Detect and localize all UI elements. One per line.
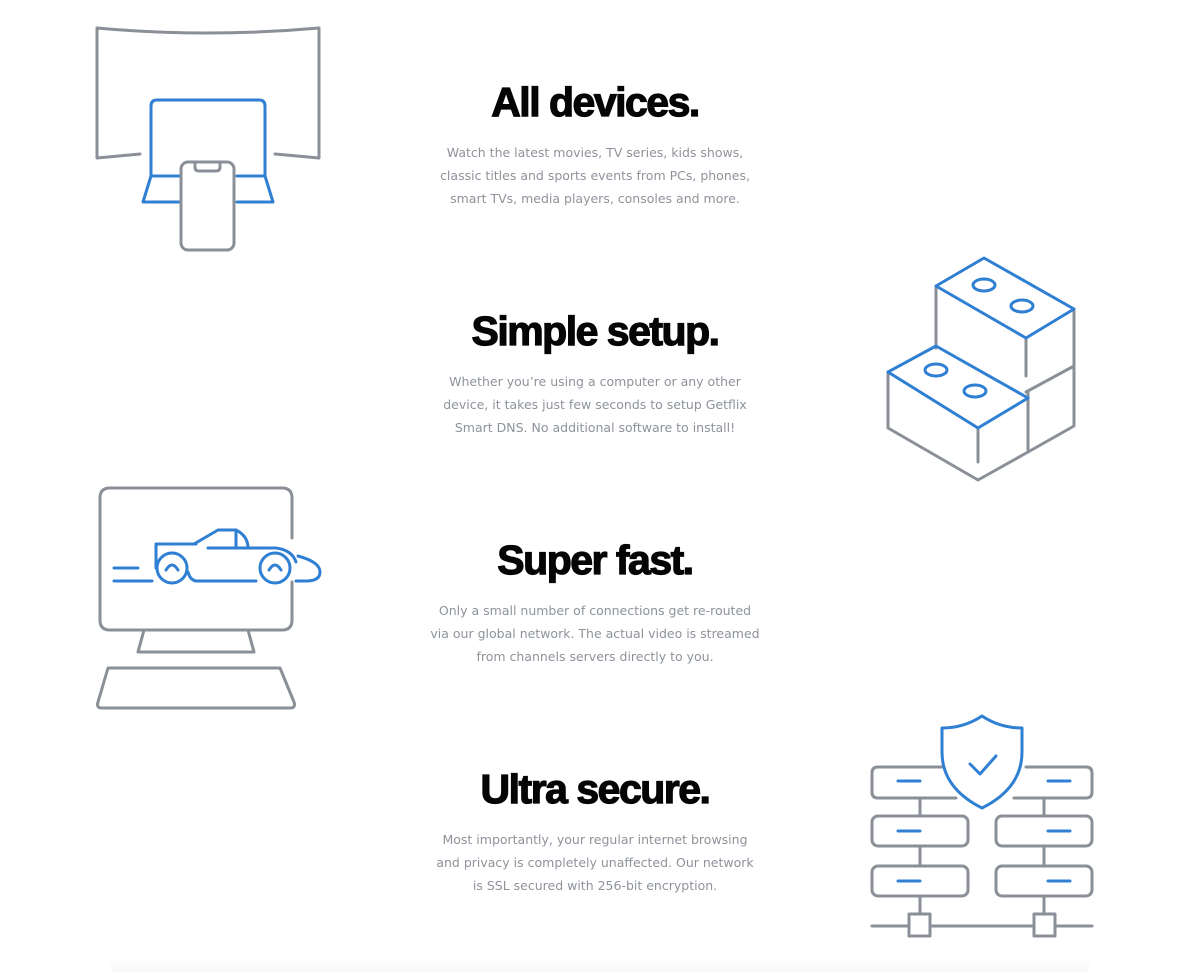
feature-description: Only a small number of connections get r…	[430, 603, 760, 664]
feature-text: Super fast. Only a small number of conne…	[395, 535, 795, 668]
feature-description: Most importantly, your regular internet …	[436, 832, 754, 893]
blocks-icon	[886, 256, 1078, 482]
shield-network-icon	[868, 714, 1096, 940]
feature-text: Simple setup. Whether you’re using a com…	[395, 306, 795, 439]
feature-title: Super fast.	[497, 536, 695, 583]
feature-description: Watch the latest movies, TV series, kids…	[440, 145, 750, 206]
feature-description: Whether you’re using a computer or any o…	[443, 374, 747, 435]
feature-title: Simple setup.	[471, 307, 721, 354]
feature-title: All devices.	[491, 78, 701, 125]
section-bottom-edge	[110, 958, 1090, 972]
feature-text: All devices. Watch the latest movies, TV…	[395, 77, 795, 210]
feature-title: Ultra secure.	[480, 765, 712, 812]
race-car-monitor-icon	[96, 486, 322, 712]
devices-icon	[95, 26, 321, 252]
feature-text: Ultra secure. Most importantly, your reg…	[395, 764, 795, 897]
